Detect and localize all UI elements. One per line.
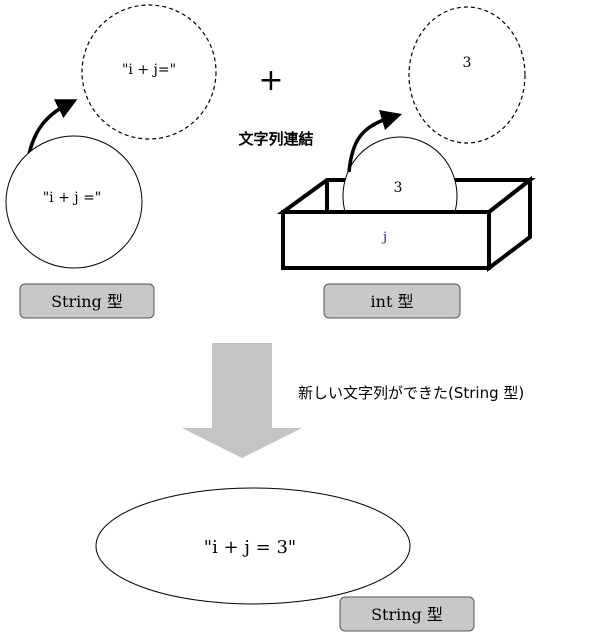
variable-name-text: j bbox=[381, 230, 387, 245]
copied-int-value: 3 bbox=[408, 6, 526, 144]
plus-operator: + bbox=[258, 63, 283, 98]
concatenation-label: 文字列連結 bbox=[238, 130, 313, 148]
svg-text:String 型: String 型 bbox=[371, 605, 443, 624]
result-string-value: "i + j = 3" bbox=[95, 487, 411, 605]
copied-string-text: "i + j=" bbox=[122, 62, 176, 78]
string-type-badge: String 型 bbox=[19, 283, 155, 319]
copied-int-text: 3 bbox=[463, 55, 472, 71]
svg-text:String 型: String 型 bbox=[51, 292, 123, 311]
box-value-text: 3 bbox=[394, 180, 403, 196]
result-caption: 新しい文字列ができた(String 型) bbox=[298, 384, 524, 402]
source-string-value: "i + j =" bbox=[5, 135, 143, 269]
result-type-badge: String 型 bbox=[339, 596, 475, 632]
down-arrow-icon bbox=[182, 343, 302, 458]
int-type-badge: int 型 bbox=[323, 283, 461, 319]
copy-arrow-icon bbox=[347, 109, 403, 173]
svg-text:int 型: int 型 bbox=[371, 292, 414, 311]
copied-string-value: "i + j=" bbox=[81, 4, 217, 140]
source-string-text: "i + j =" bbox=[43, 190, 102, 206]
result-string-text: "i + j = 3" bbox=[204, 537, 296, 558]
int-value-ball bbox=[342, 136, 458, 212]
variable-box-j: 3 j bbox=[276, 136, 536, 273]
